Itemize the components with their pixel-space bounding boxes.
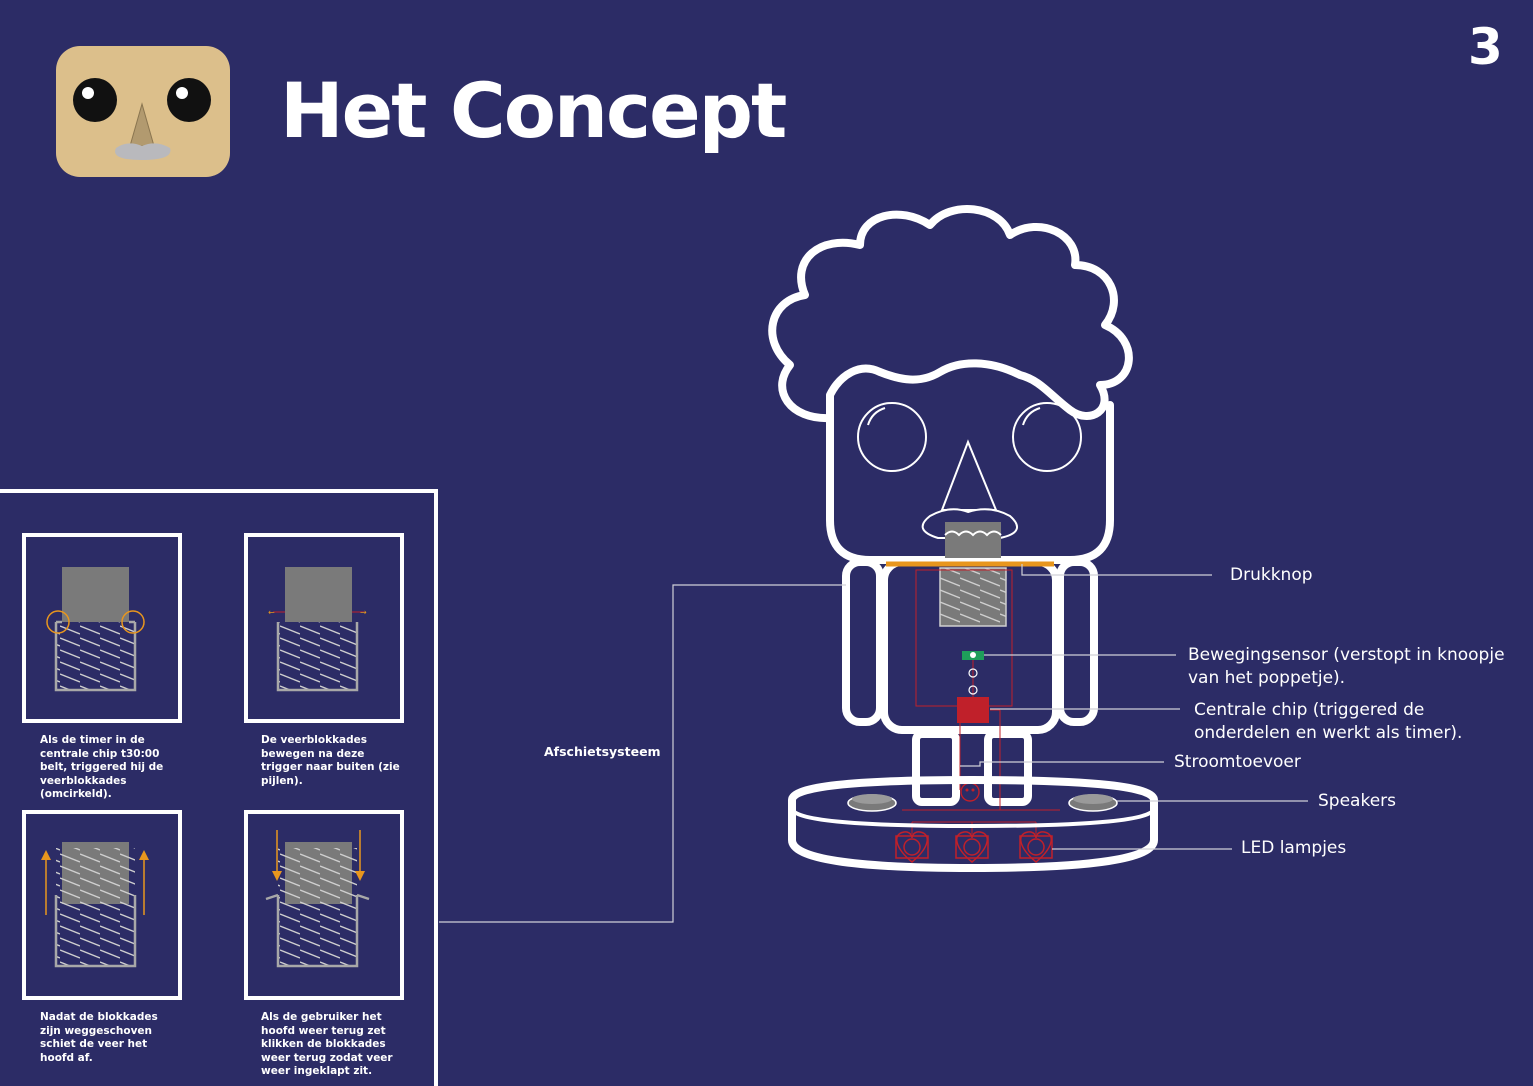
- label-drukknop: Drukknop: [1230, 565, 1313, 585]
- motion-sensor: [962, 651, 984, 695]
- step-2-caption: De veerblokkades bewegen na deze trigger…: [261, 734, 400, 787]
- step-1-illustration: [46, 567, 145, 692]
- step-3-illustration: [41, 842, 149, 968]
- step-2-illustration: ← →: [268, 567, 367, 692]
- step-4-caption: Als de gebruiker het hoofd weer terug ze…: [261, 1011, 393, 1077]
- explanation-panel: ← →: [0, 489, 438, 1086]
- step-4-illustration: [265, 830, 370, 968]
- svg-text:→: →: [360, 608, 367, 617]
- svg-text:←: ←: [268, 608, 275, 617]
- label-bewegingsensor: Bewegingsensor (verstopt in knoopje van …: [1188, 645, 1505, 688]
- speakers: [847, 794, 1118, 812]
- cardboard-face-logo: [56, 46, 230, 177]
- step-3-caption: Nadat de blokkades zijn weggeschoven sch…: [40, 1011, 158, 1064]
- page-title: Het Concept: [280, 66, 787, 155]
- internal-spring: [939, 567, 1007, 627]
- figure-hair: [768, 205, 1133, 423]
- label-speakers: Speakers: [1318, 791, 1397, 811]
- label-led-lampjes: LED lampjes: [1241, 838, 1347, 858]
- label-centrale-chip: Centrale chip (triggered de onderdelen e…: [1194, 700, 1463, 743]
- central-chip: [957, 697, 989, 723]
- callout-lines: [439, 564, 1308, 923]
- figure-base: [788, 775, 1158, 873]
- label-afschietsysteem: Afschietsysteem: [544, 744, 661, 759]
- figure-head: [826, 396, 1114, 564]
- label-stroomtoevoer: Stroomtoevoer: [1174, 752, 1301, 772]
- power-supply: [960, 782, 980, 802]
- led-lights: [895, 831, 1053, 863]
- step-1-caption: Als de timer in de centrale chip t30:00 …: [40, 734, 164, 800]
- page-number: 3: [1468, 18, 1503, 76]
